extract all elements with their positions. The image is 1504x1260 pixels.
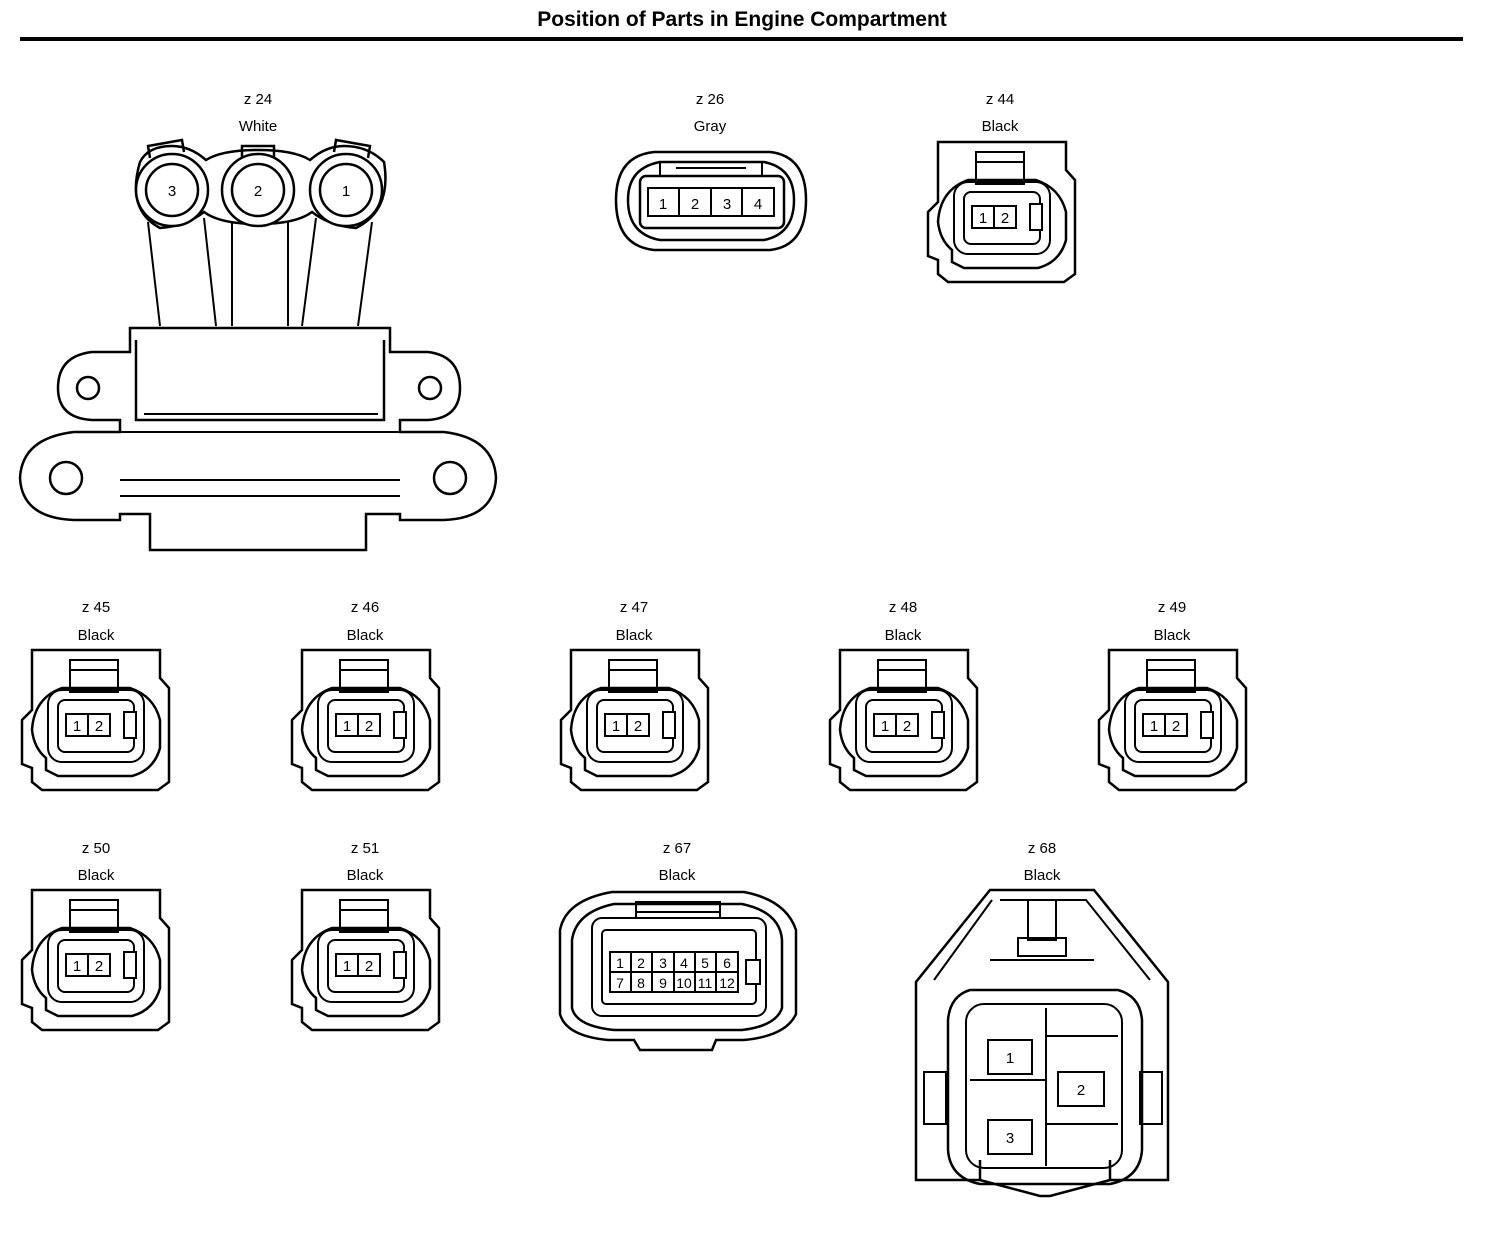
connector-z45-id: z 45: [81, 599, 111, 616]
svg-text:2: 2: [1172, 718, 1180, 735]
svg-text:2: 2: [691, 196, 699, 213]
title-rule: [20, 37, 1463, 41]
svg-text:2: 2: [365, 718, 373, 735]
connector-z45: 1 2: [20, 648, 171, 792]
connector-z51: 1 2: [290, 888, 441, 1032]
svg-text:2: 2: [95, 718, 103, 735]
connector-z24-color: White: [238, 118, 278, 135]
connector-z26-color: Gray: [693, 118, 727, 135]
connector-z44: 1 2: [926, 140, 1077, 284]
svg-text:2: 2: [1077, 1082, 1085, 1099]
svg-text:2: 2: [254, 183, 262, 200]
svg-text:1: 1: [73, 958, 81, 975]
connector-z47-id: z 47: [619, 599, 649, 616]
svg-text:3: 3: [168, 183, 176, 200]
svg-text:1: 1: [612, 718, 620, 735]
svg-text:4: 4: [754, 196, 762, 213]
connector-z50: 1 2: [20, 888, 171, 1032]
svg-text:10: 10: [676, 975, 692, 991]
svg-text:1: 1: [881, 718, 889, 735]
connector-z51-id: z 51: [350, 840, 380, 857]
connector-z51-color: Black: [346, 867, 384, 884]
svg-text:8: 8: [637, 975, 645, 991]
connector-z26: 1 2 3 4: [614, 150, 808, 252]
connector-z47-color: Black: [615, 627, 653, 644]
svg-text:3: 3: [1006, 1130, 1014, 1147]
svg-text:1: 1: [342, 183, 350, 200]
svg-text:2: 2: [637, 955, 645, 971]
svg-text:11: 11: [698, 975, 713, 991]
connector-z24-id: z 24: [243, 91, 273, 108]
page-title: Position of Parts in Engine Compartment: [537, 8, 947, 31]
svg-text:3: 3: [723, 196, 731, 213]
svg-text:1: 1: [659, 196, 667, 213]
connector-z46-color: Black: [346, 627, 384, 644]
svg-text:1: 1: [1150, 718, 1158, 735]
svg-text:2: 2: [903, 718, 911, 735]
connector-z47: 1 2: [559, 648, 710, 792]
connector-z67-color: Black: [658, 867, 696, 884]
svg-text:12: 12: [719, 975, 735, 991]
connector-z48-color: Black: [884, 627, 922, 644]
svg-text:6: 6: [723, 955, 731, 971]
connector-z68-color: Black: [1023, 867, 1061, 884]
connector-z26-id: z 26: [695, 91, 725, 108]
svg-text:9: 9: [659, 975, 667, 991]
connector-z68-id: z 68: [1027, 840, 1057, 857]
connector-z48-id: z 48: [888, 599, 918, 616]
svg-text:2: 2: [1001, 210, 1009, 227]
svg-text:1: 1: [1006, 1050, 1014, 1067]
svg-text:2: 2: [634, 718, 642, 735]
svg-text:1: 1: [73, 718, 81, 735]
svg-text:1: 1: [343, 718, 351, 735]
connector-z48: 1 2: [828, 648, 979, 792]
svg-text:2: 2: [365, 958, 373, 975]
svg-text:1: 1: [343, 958, 351, 975]
connector-z46-id: z 46: [350, 599, 380, 616]
connector-z68: 1 2 3: [914, 888, 1170, 1198]
svg-text:3: 3: [659, 955, 667, 971]
connector-z46: 1 2: [290, 648, 441, 792]
connector-z45-color: Black: [77, 627, 115, 644]
connector-z49-color: Black: [1153, 627, 1191, 644]
svg-text:4: 4: [680, 955, 688, 971]
connector-z50-id: z 50: [81, 840, 111, 857]
connector-z44-id: z 44: [985, 91, 1015, 108]
connector-z49-id: z 49: [1157, 599, 1187, 616]
svg-text:2: 2: [95, 958, 103, 975]
svg-text:7: 7: [616, 975, 624, 991]
connector-z50-color: Black: [77, 867, 115, 884]
svg-text:5: 5: [701, 955, 709, 971]
connector-z49: 1 2: [1097, 648, 1248, 792]
connector-z24: 3 2 1: [18, 138, 498, 552]
connector-z67-id: z 67: [662, 840, 692, 857]
svg-text:1: 1: [616, 955, 624, 971]
connector-z44-color: Black: [981, 118, 1019, 135]
svg-text:1: 1: [979, 210, 987, 227]
